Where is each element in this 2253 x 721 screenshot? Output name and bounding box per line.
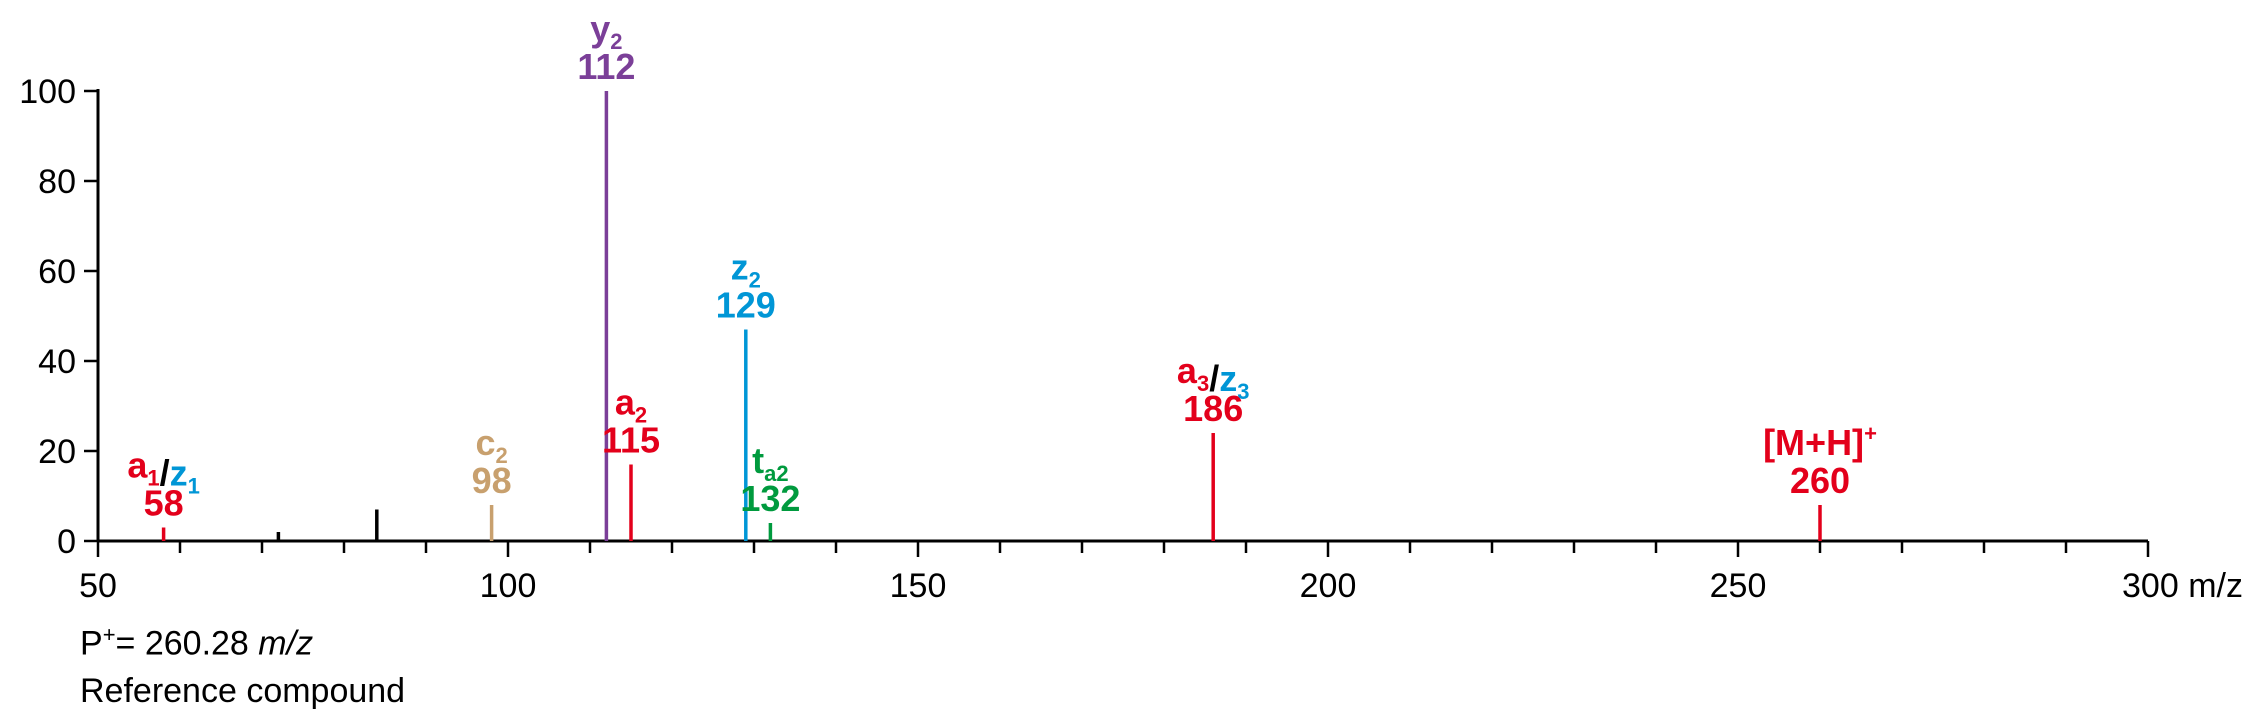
ion-label-subscript: 3	[1197, 371, 1209, 396]
ion-label-part: y	[590, 8, 610, 49]
peak-ion-label: y2	[590, 8, 622, 54]
compound-caption: Reference compound	[80, 672, 406, 710]
x-tick-label: 100	[480, 567, 537, 605]
peak-ion-label: c2	[475, 422, 507, 468]
precursor-prefix: P	[80, 624, 103, 663]
peak-value-label: 112	[577, 46, 635, 87]
peaks	[161, 91, 1822, 541]
precursor-unit: m/z	[258, 624, 314, 663]
ion-label-part: a	[1177, 350, 1198, 391]
ion-label-part: /	[160, 453, 170, 494]
y-tick-label: 60	[38, 253, 76, 291]
ion-label-subscript: 2	[635, 403, 647, 428]
ion-label-subscript: 1	[188, 474, 200, 499]
peak-value-label: 129	[716, 285, 776, 326]
precursor-caption: P+= 260.28 m/z	[80, 622, 313, 663]
y-tick-label: 20	[38, 433, 76, 471]
ion-label-superscript: +	[1864, 421, 1877, 446]
peak-value-label: 115	[602, 420, 660, 461]
peak-ion-label: z2	[731, 247, 761, 293]
axes: 50 100 150 200 250 300 m/z 0 20 40 60 80 100	[19, 73, 2243, 605]
peak-value-label: 186	[1183, 388, 1243, 429]
x-tick-label: 200	[1300, 567, 1357, 605]
x-tick-label: 50	[79, 567, 117, 605]
ion-label-part: /	[1209, 358, 1219, 399]
ion-label-part: c	[475, 422, 495, 463]
precursor-sup: +	[102, 622, 116, 647]
x-tick-label: 300 m/z	[2122, 567, 2243, 605]
peak-ion-label: a3/z3	[1177, 350, 1250, 404]
peak-value-label: 260	[1790, 460, 1850, 501]
ion-label-part: a	[127, 445, 148, 486]
x-axis-unit: m/z	[2188, 567, 2243, 605]
ion-label-part: [M+H]	[1763, 422, 1864, 463]
ion-label-part: z	[170, 453, 188, 494]
ion-label-part: t	[752, 440, 764, 481]
ion-label-subscript: a2	[764, 461, 788, 486]
ion-label-part: z	[731, 247, 749, 288]
x-tick-label: 250	[1710, 567, 1767, 605]
y-tick-label: 100	[19, 73, 76, 111]
peak-ion-label: a1/z1	[127, 445, 200, 499]
peak-value-label: 58	[144, 483, 184, 524]
peak-value-label: 132	[740, 478, 800, 519]
ion-label-part: a	[615, 382, 636, 423]
y-tick-label: 0	[57, 523, 76, 561]
peak-ion-label: [M+H]+	[1763, 421, 1877, 463]
y-tick-label: 80	[38, 163, 76, 201]
ion-label-part: z	[1219, 358, 1237, 399]
peak-value-label: 98	[472, 460, 512, 501]
ion-label-subscript: 2	[749, 268, 761, 293]
ion-label-subscript: 2	[610, 29, 622, 54]
precursor-value: = 260.28	[115, 624, 259, 663]
x-tick-label: 150	[890, 567, 947, 605]
ion-label-subscript: 1	[147, 466, 159, 491]
peak-ion-label: ta2	[752, 440, 788, 486]
ion-label-subscript: 3	[1237, 379, 1249, 404]
ion-label-subscript: 2	[495, 443, 507, 468]
peak-ion-label: a2	[615, 382, 647, 428]
y-tick-label: 40	[38, 343, 76, 381]
